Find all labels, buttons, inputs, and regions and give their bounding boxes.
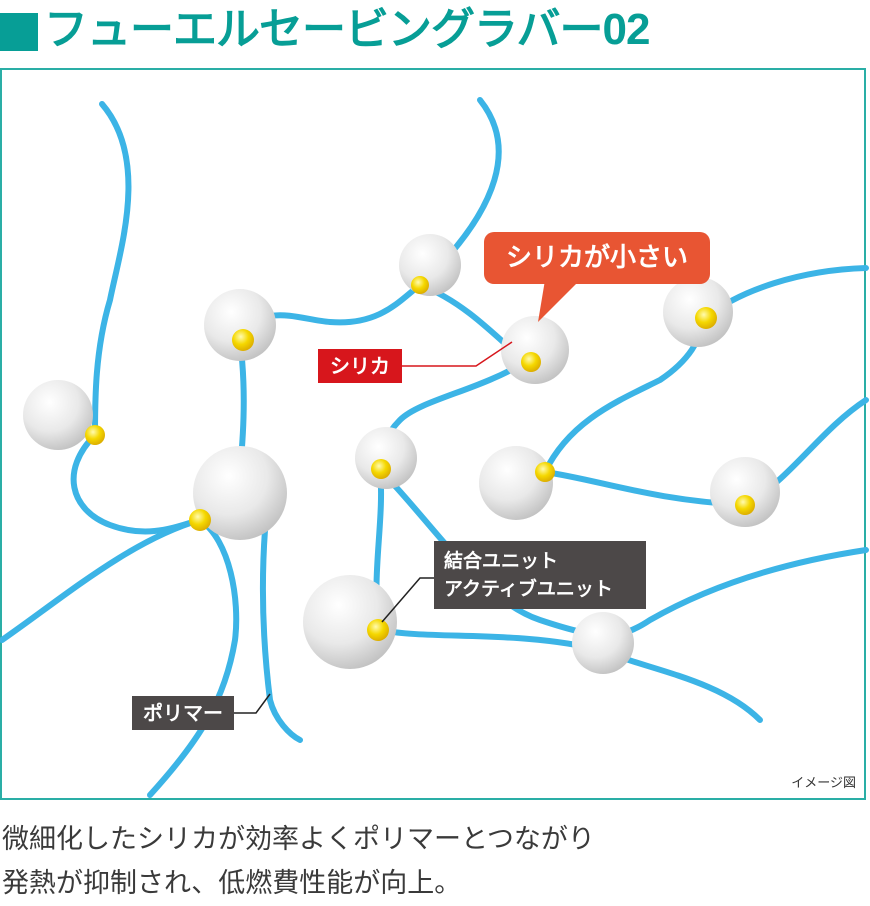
diagram-frame bbox=[0, 68, 866, 800]
title-square-icon bbox=[0, 13, 38, 51]
label-unit-line1: 結合ユニット bbox=[444, 550, 559, 572]
label-polymer: ポリマー bbox=[132, 696, 234, 730]
label-silica: シリカ bbox=[318, 349, 402, 383]
image-note: イメージ図 bbox=[791, 776, 856, 791]
bubble-tail bbox=[538, 280, 580, 322]
label-unit-line2: アクティブユニット bbox=[444, 578, 613, 600]
leader-lines bbox=[234, 341, 513, 714]
coupling-units bbox=[85, 276, 755, 641]
callout-bubble: シリカが小さい bbox=[484, 232, 710, 284]
caption-line2: 発熱が抑制され、低燃費性能が向上。 bbox=[2, 868, 462, 899]
caption: 微細化したシリカが効率よくポリマーとつながり 発熱が抑制され、低燃費性能が向上。 bbox=[2, 818, 595, 906]
caption-line1: 微細化したシリカが効率よくポリマーとつながり bbox=[2, 824, 595, 855]
label-coupling-unit: 結合ユニット アクティブユニット bbox=[434, 541, 646, 609]
title-text: フューエルセービングラバー02 bbox=[44, 5, 651, 54]
polymer-chains bbox=[0, 97, 869, 798]
page-title: フューエルセービングラバー02 bbox=[0, 2, 651, 58]
silica-particles bbox=[23, 234, 780, 674]
